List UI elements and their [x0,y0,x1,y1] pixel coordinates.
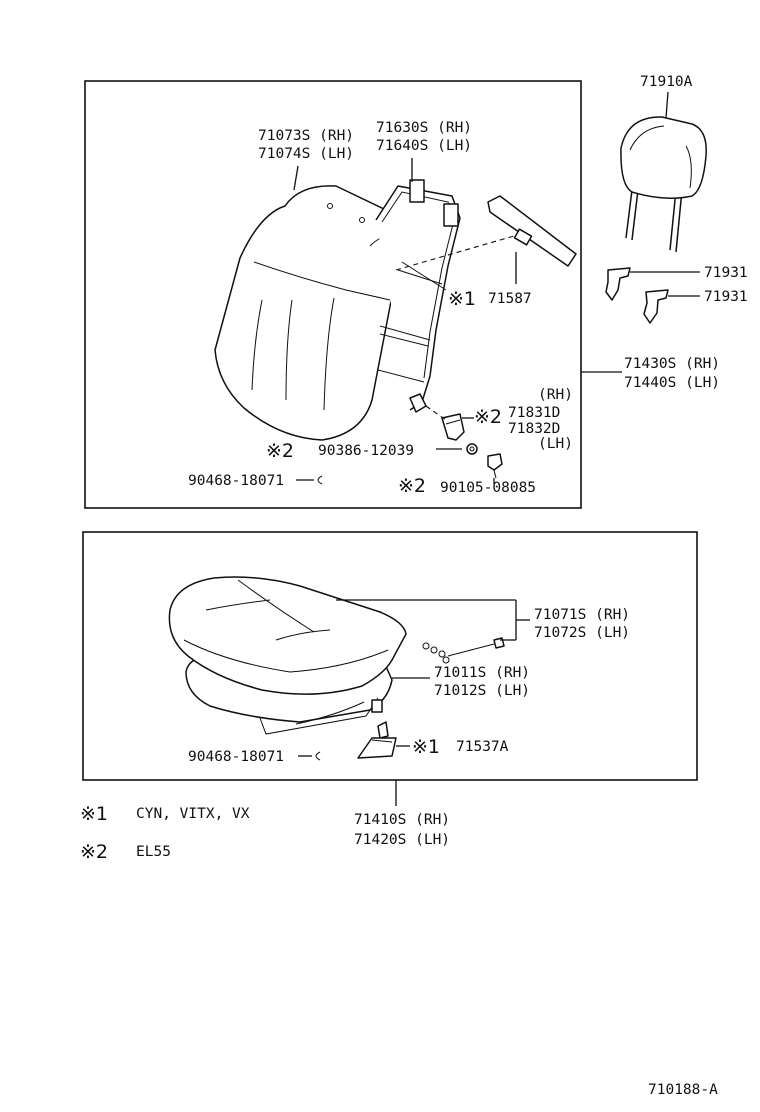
cushion-cover-drawing[interactable] [168,576,407,695]
headrest-label: 71910A [640,74,693,90]
seatback-cover-drawing[interactable] [214,185,403,441]
cushion-cover-lh-label: 71072S (LH) [534,625,630,641]
headrest-guide-upper[interactable] [605,267,631,301]
lower-assembly-box [82,531,698,781]
cushion-hooks-drawing [422,637,505,664]
pocket-mark: ※1 [448,288,476,310]
seatback-frame-drawing[interactable] [375,179,461,413]
guide-upper-label: 71931 [704,265,748,281]
headrest-guide-lower[interactable] [643,289,669,324]
hinge-lh-label: 71832D [508,421,560,437]
hinge-cover-drawing[interactable] [441,413,465,441]
seatback-cover-rh-label: 71073S (RH) [258,128,354,144]
screw-drawing[interactable] [487,453,503,479]
diagram-id: 710188-A [648,1082,718,1098]
upper-assembly-box [84,80,582,509]
guide-lower-label: 71931 [704,289,748,305]
seatback-frame-rh-label: 71630S (RH) [376,120,472,136]
seatback-frame-lh-label: 71640S (LH) [376,138,472,154]
hinge-rh-tag: (RH) [538,387,573,403]
cushion-tray-drawing[interactable] [357,737,397,759]
note-2-text: EL55 [136,844,171,860]
bolt-mark: ※2 [266,440,294,462]
screw-mark: ※2 [398,475,426,497]
tray-mark: ※1 [412,736,440,758]
hog-ring-lower-icon [298,751,321,761]
hinge-rh-label: 71831D [508,405,560,421]
hog-ring-upper-icon [296,475,323,485]
note-1-text: CYN, VITX, VX [136,806,250,822]
back-pocket-drawing[interactable] [487,195,577,267]
screw-label: 90105-08085 [440,480,536,496]
cushion-pad-rh-label: 71011S (RH) [434,665,530,681]
hinge-mark: ※2 [474,406,502,428]
seatback-assy-lh-label: 71440S (LH) [624,375,720,391]
hog-ring-upper-label: 90468-18071 [188,473,284,489]
cushion-assy-rh-label: 71410S (RH) [354,812,450,828]
bolt-label: 90386-12039 [318,443,414,459]
cushion-assy-lh-label: 71420S (LH) [354,832,450,848]
pocket-label: 71587 [488,291,532,307]
seatback-cover-lh-label: 71074S (LH) [258,146,354,162]
bolt-drawing[interactable] [466,443,478,455]
hinge-lh-tag: (LH) [538,436,573,452]
note-1-mark: ※1 [80,803,108,825]
headrest-drawing[interactable] [620,116,707,253]
cushion-cover-rh-label: 71071S (RH) [534,607,630,623]
note-2-mark: ※2 [80,841,108,863]
hog-ring-lower-label: 90468-18071 [188,749,284,765]
tray-label: 71537A [456,739,509,755]
seatback-assy-rh-label: 71430S (RH) [624,356,720,372]
cushion-pad-lh-label: 71012S (LH) [434,683,530,699]
